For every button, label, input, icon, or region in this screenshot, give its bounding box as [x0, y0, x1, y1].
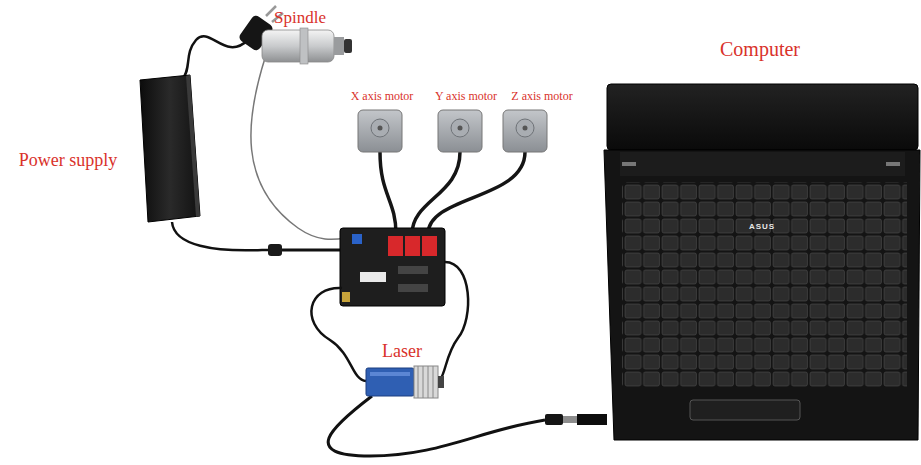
component-label: Laser: [382, 341, 422, 362]
component-label: Y axis motor: [435, 90, 497, 104]
laptop-computer: [577, 84, 920, 440]
laser-module: [366, 366, 444, 398]
component-label: X axis motor: [351, 90, 414, 104]
component-label: Computer: [720, 38, 800, 61]
component-label: Spindle: [274, 8, 326, 28]
stepper-motors: [358, 110, 547, 234]
control-board: [340, 228, 445, 306]
power-supply-brick: [140, 75, 345, 256]
component-label: Z axis motor: [511, 90, 572, 104]
logo-text: ASUS: [749, 222, 775, 231]
laser-cables: [311, 262, 577, 456]
component-label: Power supply: [19, 150, 118, 171]
spindle-motor: [251, 28, 352, 239]
